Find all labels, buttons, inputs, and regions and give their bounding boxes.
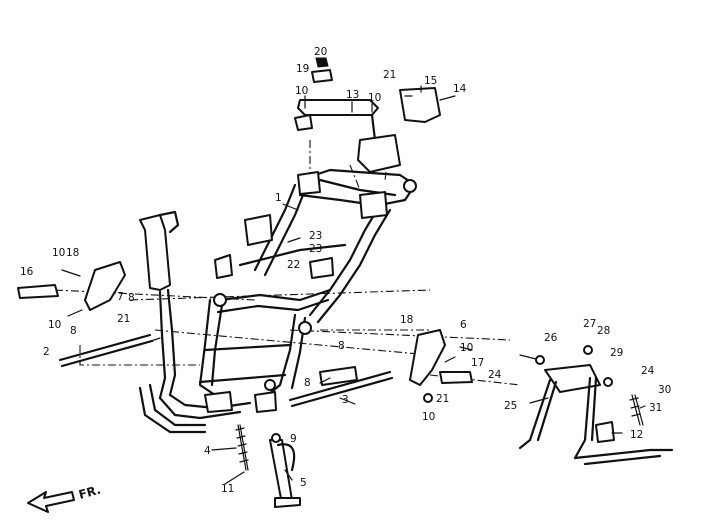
callout-18: 18 <box>66 247 79 259</box>
callout-23: 23 <box>309 243 322 255</box>
callout-10: 10 <box>460 342 473 354</box>
callout-18: 18 <box>400 314 413 326</box>
leader-lines <box>144 85 646 485</box>
side-stand <box>235 424 301 508</box>
callout-30: 30 <box>658 384 671 396</box>
step-bars <box>58 333 394 408</box>
callout-5: 5 <box>300 477 307 489</box>
callout-21: 21 <box>383 69 396 81</box>
callout-2: 2 <box>43 346 50 358</box>
front-direction-label: FR. <box>77 483 102 502</box>
callout-7: 7 <box>117 291 124 303</box>
callout-10: 10 <box>422 411 435 423</box>
callout-25: 25 <box>504 400 517 412</box>
callout-29: 29 <box>610 347 623 359</box>
callout-8: 8 <box>128 292 135 304</box>
main-frame <box>138 168 417 434</box>
callout-24: 24 <box>641 365 655 377</box>
callout-21: 21 <box>117 313 130 325</box>
callout-28: 28 <box>597 325 610 337</box>
callout-9: 9 <box>290 433 297 445</box>
callout-1: 1 <box>275 192 282 204</box>
callout-labels: 20 19 10 13 10 21 15 14 1 23 23 22 10 18… <box>20 46 671 495</box>
rear-carrier-bracket <box>294 57 456 173</box>
callout-14: 14 <box>453 83 467 95</box>
callout-12: 12 <box>630 429 643 441</box>
callout-24: 24 <box>488 369 502 381</box>
callout-13: 13 <box>346 89 359 101</box>
callout-31: 31 <box>649 402 662 414</box>
callout-6: 6 <box>460 319 467 331</box>
callout-19: 19 <box>296 63 309 75</box>
callout-16: 16 <box>20 266 34 278</box>
main-stand <box>518 345 674 466</box>
callout-10: 10 <box>52 247 65 259</box>
callout-10: 10 <box>368 92 381 104</box>
callout-11: 11 <box>221 483 234 495</box>
callout-15: 15 <box>424 75 437 87</box>
footrest-assembly <box>17 261 126 317</box>
callout-27: 27 <box>583 318 596 330</box>
callout-8: 8 <box>70 325 77 337</box>
callout-20: 20 <box>314 46 327 58</box>
callout-10: 10 <box>48 319 61 331</box>
callout-8: 8 <box>304 377 311 389</box>
callout-22: 22 <box>287 259 300 271</box>
callout-10: 10 <box>295 85 308 97</box>
alignment-lines <box>54 139 521 386</box>
callout-17: 17 <box>471 357 484 369</box>
callout-4: 4 <box>204 445 211 457</box>
callout-21: 21 <box>436 393 449 405</box>
callout-3: 3 <box>342 394 349 406</box>
right-footrest <box>409 329 473 403</box>
callout-26: 26 <box>544 332 558 344</box>
front-direction-arrow-icon <box>27 491 75 513</box>
callout-23: 23 <box>309 230 322 242</box>
callout-8: 8 <box>338 340 345 352</box>
